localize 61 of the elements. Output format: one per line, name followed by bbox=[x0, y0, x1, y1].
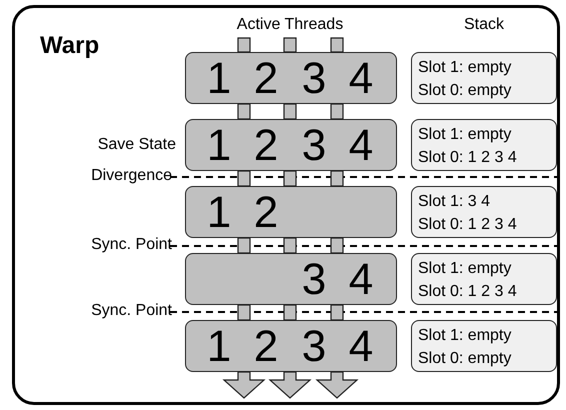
stack-slot-text: Slot 1: empty bbox=[418, 259, 512, 279]
thread-flow-bar bbox=[283, 37, 297, 53]
stack-box bbox=[411, 52, 557, 104]
phase-label: Divergence bbox=[91, 167, 172, 185]
stack-slot-text: Slot 0: 1 2 3 4 bbox=[418, 148, 518, 168]
warp-frame bbox=[12, 5, 560, 405]
stack-box bbox=[411, 186, 557, 238]
thread-number: 1 bbox=[206, 124, 232, 168]
state-label: Save State bbox=[98, 136, 176, 154]
thread-flow-arrow bbox=[222, 371, 266, 399]
thread-number: 2 bbox=[252, 57, 280, 101]
thread-flow-bar bbox=[237, 170, 251, 187]
thread-number: 3 bbox=[300, 325, 328, 369]
thread-number: 4 bbox=[348, 258, 374, 302]
stack-box bbox=[411, 320, 557, 372]
thread-flow-bar bbox=[330, 170, 344, 187]
thread-flow-bar bbox=[330, 237, 344, 254]
stack-slot-text: Slot 0: 1 2 3 4 bbox=[418, 215, 518, 235]
thread-number: 1 bbox=[206, 325, 232, 369]
thread-number: 4 bbox=[348, 124, 374, 168]
stack-slot-text: Slot 1: empty bbox=[418, 58, 512, 78]
thread-flow-bar bbox=[237, 237, 251, 254]
stack-slot-text: Slot 1: empty bbox=[418, 326, 512, 346]
thread-flow-bar bbox=[330, 304, 344, 321]
thread-number: 3 bbox=[300, 124, 328, 168]
thread-flow-bar bbox=[237, 37, 251, 53]
column-heading: Active Threads bbox=[236, 16, 344, 34]
thread-number: 1 bbox=[206, 57, 232, 101]
thread-mask-box bbox=[185, 320, 397, 372]
thread-number: 2 bbox=[252, 325, 280, 369]
thread-flow-bar bbox=[330, 103, 344, 120]
thread-flow-bar bbox=[237, 304, 251, 321]
column-heading: Stack bbox=[462, 16, 505, 34]
thread-number: 4 bbox=[348, 325, 374, 369]
thread-flow-bar bbox=[283, 237, 297, 254]
thread-mask-box bbox=[185, 253, 397, 305]
stack-slot-text: Slot 0: empty bbox=[418, 81, 512, 101]
thread-flow-bar bbox=[283, 304, 297, 321]
thread-number: 1 bbox=[206, 191, 232, 235]
thread-flow-bar bbox=[237, 103, 251, 120]
thread-number: 4 bbox=[348, 57, 374, 101]
thread-flow-bar bbox=[283, 103, 297, 120]
thread-number: 3 bbox=[300, 258, 328, 302]
stack-box bbox=[411, 119, 557, 171]
stack-box bbox=[411, 253, 557, 305]
thread-mask-box bbox=[185, 186, 397, 238]
stack-slot-text: Slot 0: empty bbox=[418, 349, 512, 369]
stack-slot-text: Slot 1: empty bbox=[418, 125, 512, 145]
thread-flow-arrow bbox=[315, 371, 359, 399]
thread-number: 3 bbox=[300, 57, 328, 101]
phase-label: Sync. Point bbox=[91, 302, 172, 320]
thread-number: 2 bbox=[252, 191, 280, 235]
stack-slot-text: Slot 1: 3 4 bbox=[418, 192, 492, 212]
stack-slot-text: Slot 0: 1 2 3 4 bbox=[418, 282, 518, 302]
thread-flow-bar bbox=[330, 37, 344, 53]
phase-label: Sync. Point bbox=[91, 236, 172, 254]
thread-mask-box bbox=[185, 52, 397, 104]
thread-number: 2 bbox=[252, 124, 280, 168]
warp-title: Warp bbox=[40, 32, 100, 60]
thread-flow-arrow bbox=[268, 371, 312, 399]
thread-flow-bar bbox=[283, 170, 297, 187]
